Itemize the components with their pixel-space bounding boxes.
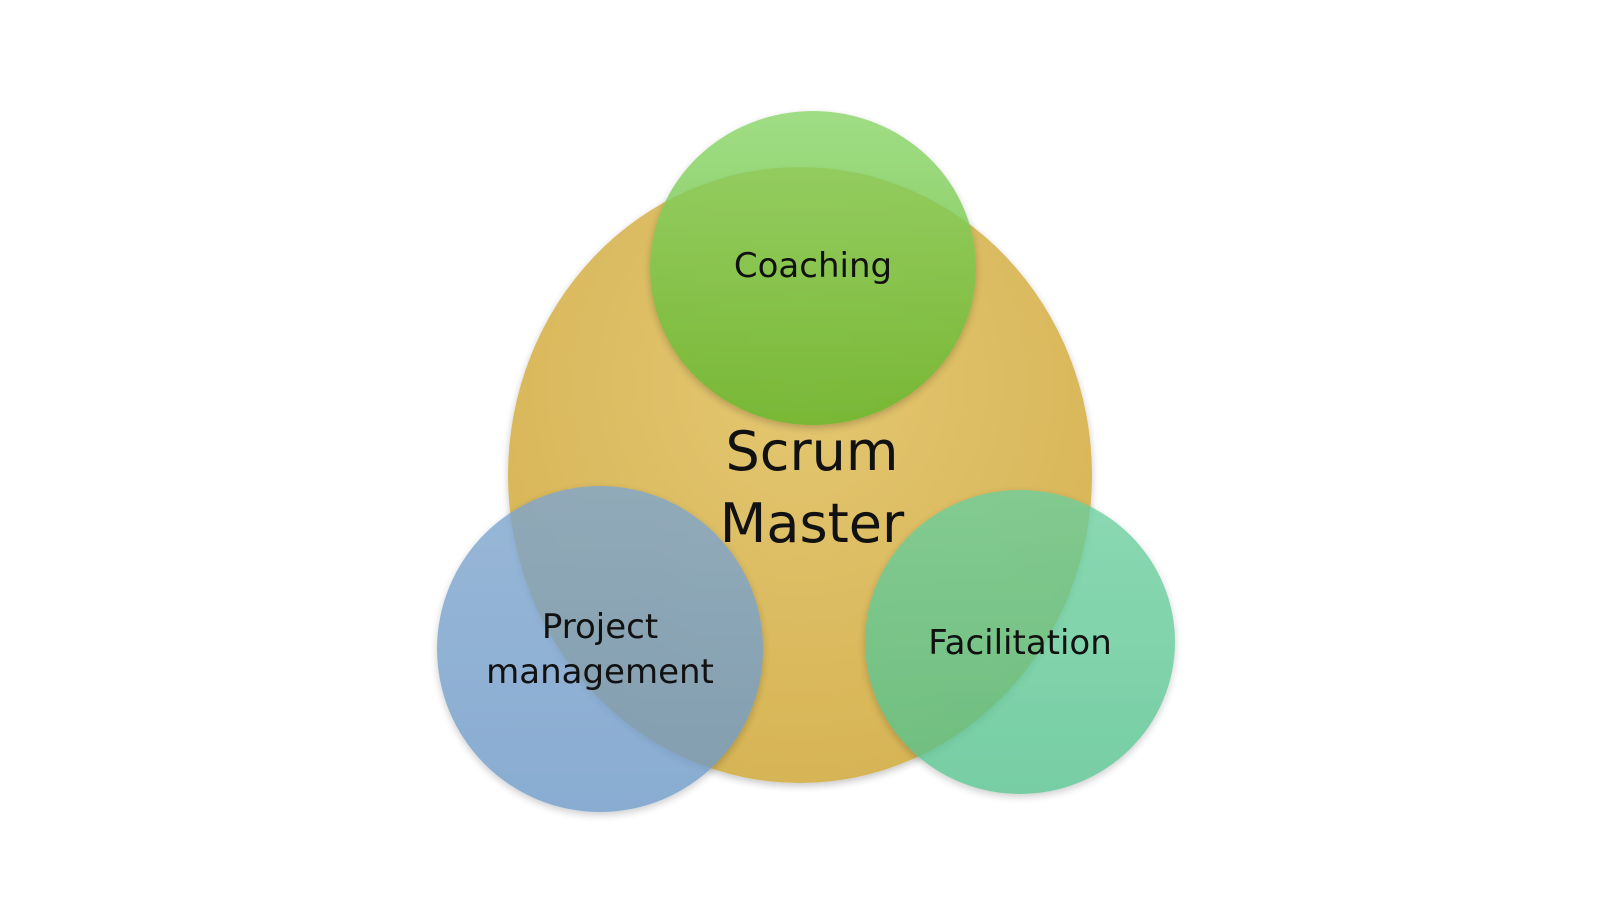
center-label-line-1: Scrum bbox=[726, 420, 899, 483]
coaching-label: Coaching bbox=[734, 246, 892, 286]
project-management-label-line-2: management bbox=[486, 652, 714, 692]
project-management-circle bbox=[437, 486, 763, 812]
facilitation-label: Facilitation bbox=[928, 623, 1112, 663]
project-management-label-line-1: Project bbox=[542, 607, 658, 647]
facilitation-circle bbox=[865, 490, 1175, 794]
center-label-line-2: Master bbox=[720, 492, 905, 555]
coaching-circle bbox=[650, 111, 976, 425]
